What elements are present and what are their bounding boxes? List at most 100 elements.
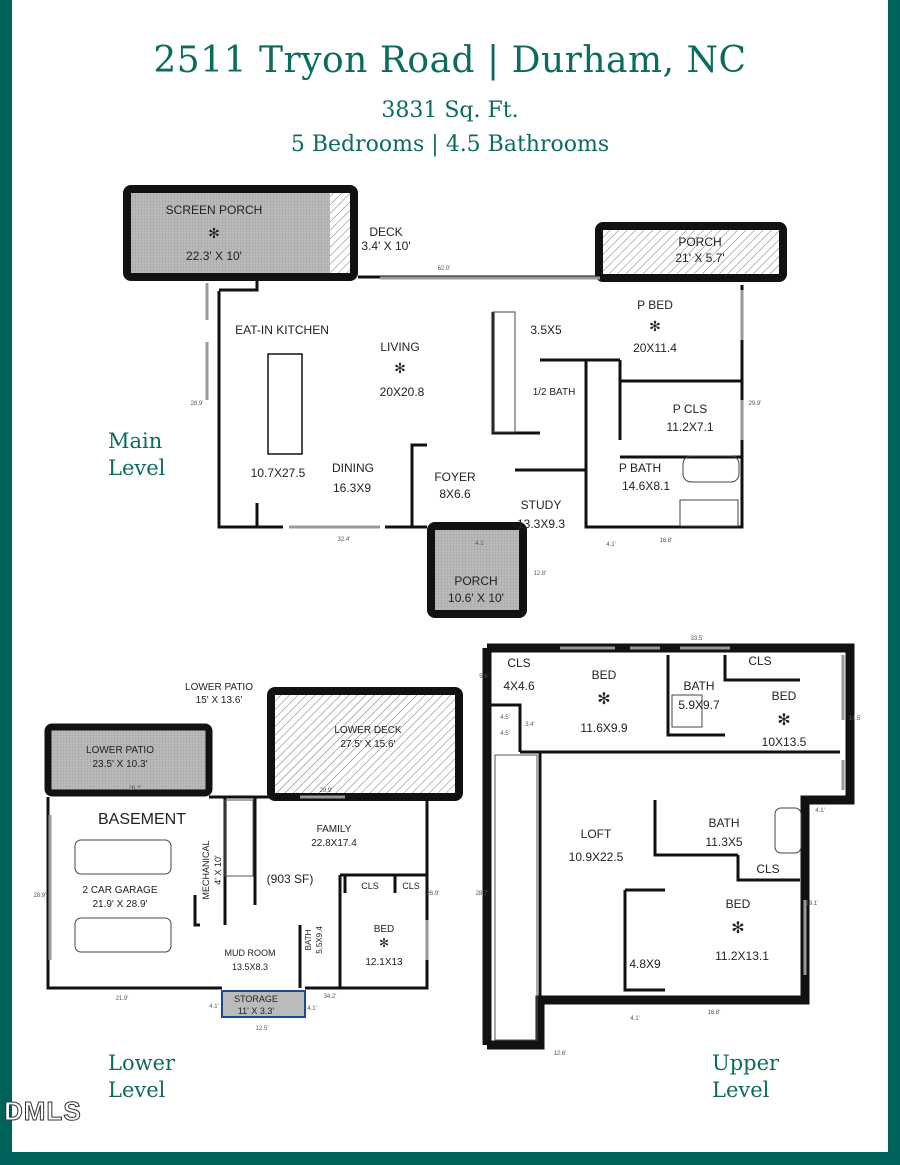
primary-bath-label: P BATH xyxy=(619,461,661,475)
screen-porch-dims: 22.3' X 10' xyxy=(186,249,242,263)
mud-room-label: MUD ROOM xyxy=(225,948,276,958)
ceiling-fan-icon: ✻ xyxy=(379,936,389,950)
car-icon xyxy=(74,839,172,875)
rear-porch xyxy=(595,222,787,282)
bath-label: BATH xyxy=(708,816,739,830)
foyer-label: FOYER xyxy=(434,470,476,484)
living-dims: 20X20.8 xyxy=(380,385,425,399)
level-word: Lower xyxy=(108,1051,176,1075)
mls-logo: DMLS xyxy=(4,1096,82,1127)
car-icon xyxy=(74,917,172,953)
kitchen-dims: 10.7X27.5 xyxy=(251,466,306,480)
bath-label: BATH xyxy=(304,929,313,950)
measure: 4.1' xyxy=(815,808,825,814)
ceiling-fan-icon: ✻ xyxy=(208,225,220,241)
kitchen-island xyxy=(267,353,303,455)
shower xyxy=(679,499,739,527)
half-bath-label: 1/2 BATH xyxy=(533,387,576,398)
loft-dims: 10.9X22.5 xyxy=(569,850,624,864)
lower-patio xyxy=(44,723,213,797)
bath-dims: 11.3X5 xyxy=(705,835,742,849)
bath-dims: 5.9X9.7 xyxy=(678,698,720,712)
bed-label: BED xyxy=(772,689,797,703)
bath-dims: 5.5X9.4 xyxy=(315,926,324,954)
bathtub xyxy=(682,455,740,483)
measure: 12.5' xyxy=(256,1026,269,1032)
upper-level-plan: CLS 4X4.6 5.6' 4.5' 4.5' 3.4' 33.5' BED … xyxy=(476,636,862,1057)
measure: 33.5' xyxy=(691,636,704,642)
primary-bed-label: P BED xyxy=(637,298,673,312)
mechanical-label: MECHANICAL xyxy=(201,840,211,899)
measure: 4.5' xyxy=(500,731,510,737)
closet-label: CLS xyxy=(748,654,771,668)
deck-label: DECK xyxy=(369,225,402,239)
family-label: FAMILY xyxy=(317,824,352,835)
stairs xyxy=(224,799,254,877)
bed-dims: 10X13.5 xyxy=(762,735,807,749)
measure: 12.6' xyxy=(554,1051,567,1057)
primary-closet-label: P CLS xyxy=(673,402,707,416)
front-porch-dims: 10.6' X 10' xyxy=(448,591,504,605)
mud-room-dims: 13.5X8.3 xyxy=(232,962,268,972)
loft-label: LOFT xyxy=(581,827,612,841)
lower-deck-dims: 27.5' X 15.6' xyxy=(341,739,396,750)
ceiling-fan-icon: ✻ xyxy=(777,712,790,729)
study-label: STUDY xyxy=(521,498,562,512)
storage-area xyxy=(221,990,306,1018)
deck-dims: 3.4' X 10' xyxy=(361,239,410,253)
lower-patio-dims: 23.5' X 10.3' xyxy=(93,759,148,770)
bed-label: BED xyxy=(374,924,395,935)
front-porch xyxy=(427,522,527,618)
measure: 21.9' xyxy=(116,996,129,1002)
screen-porch-label: SCREEN PORCH xyxy=(166,203,263,217)
closet-dims: 3.5X5 xyxy=(530,323,562,337)
measure: 5.6' xyxy=(479,674,489,680)
bed-label: BED xyxy=(726,897,751,911)
ceiling-fan-icon: ✻ xyxy=(597,691,610,708)
patio-dims: 15' X 13.6' xyxy=(196,695,243,706)
measure: 19.1' xyxy=(806,901,819,907)
measure: 3.4' xyxy=(525,722,535,728)
measure: 4.1' xyxy=(209,1004,219,1010)
bed-dims: 11.6X9.9 xyxy=(580,721,627,735)
measure: 29.9' xyxy=(749,401,762,407)
rear-porch-dims: 21' X 5.7' xyxy=(675,251,724,265)
square-footage: 3831 Sq. Ft. xyxy=(381,98,519,123)
measure: 26.9' xyxy=(427,891,440,897)
measure: 4.1' xyxy=(475,541,485,547)
primary-closet-dims: 11.2X7.1 xyxy=(666,420,713,434)
patio-label: LOWER PATIO xyxy=(185,682,253,693)
ceiling-fan-icon: ✻ xyxy=(731,920,744,937)
measure: 34.2' xyxy=(324,994,337,1000)
stairs xyxy=(492,311,516,433)
ceiling-fan-icon: ✻ xyxy=(394,360,406,376)
bed-dims: 12.1X13 xyxy=(365,957,403,968)
measure: 28.7' xyxy=(476,891,489,897)
bed-label: BED xyxy=(592,668,617,682)
screen-porch xyxy=(123,185,358,281)
primary-bed-dims: 20X11.4 xyxy=(633,341,677,355)
level-word: Level xyxy=(108,456,166,480)
foyer-dims: 8X6.6 xyxy=(439,487,471,501)
level-word: Upper xyxy=(712,1051,780,1075)
level-word: Main xyxy=(108,429,163,453)
closet-dims: 4X4.6 xyxy=(503,679,535,693)
primary-bath-dims: 14.6X8.1 xyxy=(622,479,670,493)
closet-label: CLS xyxy=(361,881,379,891)
measure: 4.5' xyxy=(500,715,510,721)
basement-square-footage: (903 SF) xyxy=(267,872,314,886)
lower-deck xyxy=(267,687,463,801)
upper-walls xyxy=(491,655,840,1040)
measure: 62.0' xyxy=(438,266,451,272)
closet-label: CLS xyxy=(756,862,779,876)
main-windows xyxy=(205,276,744,529)
storage-dims: 11' X 3.3' xyxy=(238,1006,275,1016)
basement-label: BASEMENT xyxy=(98,811,186,828)
ceiling-fan-icon: ✻ xyxy=(649,318,661,334)
closet-label: CLS xyxy=(402,881,420,891)
lower-level-plan: LOWER PATIO 15' X 13.6' LOWER PATIO 23.5… xyxy=(34,682,463,1032)
measure: 4.1' xyxy=(606,542,616,548)
lower-windows xyxy=(48,795,429,960)
